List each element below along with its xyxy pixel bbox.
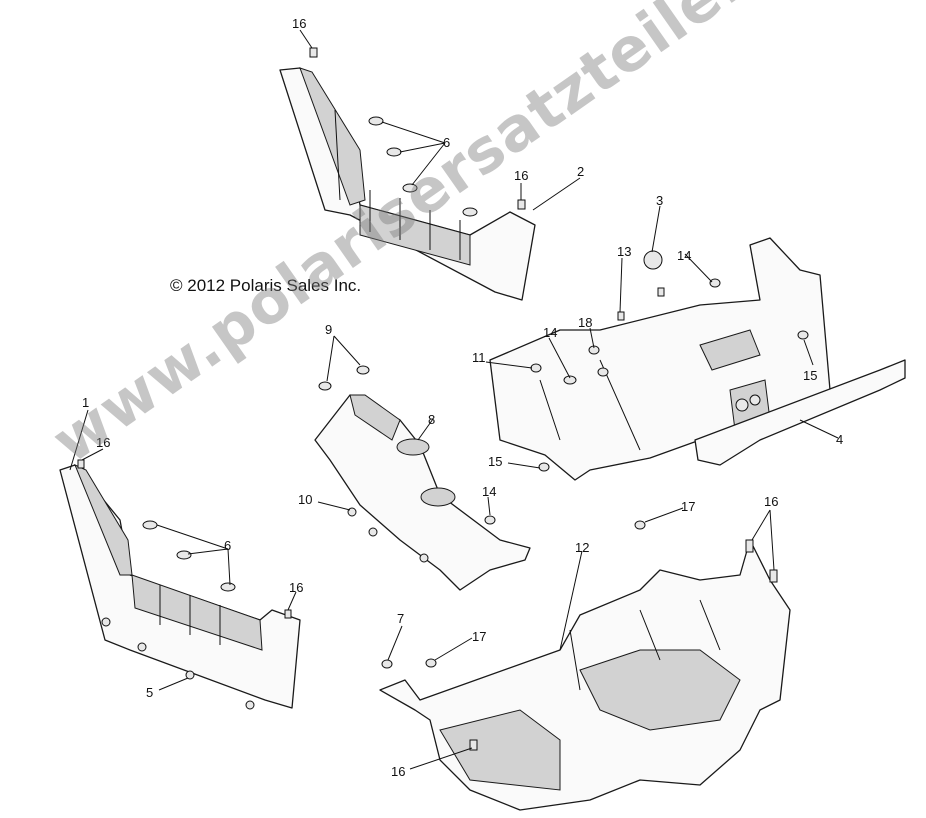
callout-16: 16 (764, 494, 778, 509)
leader-lines (69, 29, 839, 770)
callout-14: 14 (482, 484, 496, 499)
callout-13: 13 (617, 244, 631, 259)
callout-11: 11 (472, 350, 486, 365)
copyright-notice: © 2012 Polaris Sales Inc. (170, 276, 362, 295)
callout-3: 3 (656, 193, 663, 208)
part-2-footwell-panel-upper (279, 67, 536, 301)
part-3-floor-panel-rear (489, 237, 831, 481)
callout-6: 6 (224, 538, 231, 553)
callout-15: 15 (488, 454, 502, 469)
callout-16: 16 (292, 16, 306, 31)
callout-17: 17 (472, 629, 486, 644)
part-12-floor-tub (379, 539, 791, 811)
callout-17: 17 (681, 499, 695, 514)
callout-16: 16 (514, 168, 528, 183)
callout-7: 7 (397, 611, 404, 626)
callout-10: 10 (298, 492, 312, 507)
callout-16: 16 (391, 764, 405, 779)
callout-14: 14 (543, 325, 557, 340)
callout-1: 1 (82, 395, 89, 410)
callout-4: 4 (836, 432, 843, 447)
callout-18: 18 (578, 315, 592, 330)
callout-labels: 16 6 16 2 3 13 14 18 14 11 15 4 15 9 8 1… (82, 16, 843, 779)
part-1-footwell-panel-lower (59, 464, 301, 709)
callout-16: 16 (289, 580, 303, 595)
part-4-seal-strip (694, 359, 906, 466)
callout-15: 15 (803, 368, 817, 383)
callout-6: 6 (443, 135, 450, 150)
callout-12: 12 (575, 540, 589, 555)
callout-8: 8 (428, 412, 435, 427)
callout-9: 9 (325, 322, 332, 337)
callout-14: 14 (677, 248, 691, 263)
part-8-center-console (314, 394, 531, 591)
callout-16: 16 (96, 435, 110, 450)
callout-5: 5 (146, 685, 153, 700)
callout-2: 2 (577, 164, 584, 179)
